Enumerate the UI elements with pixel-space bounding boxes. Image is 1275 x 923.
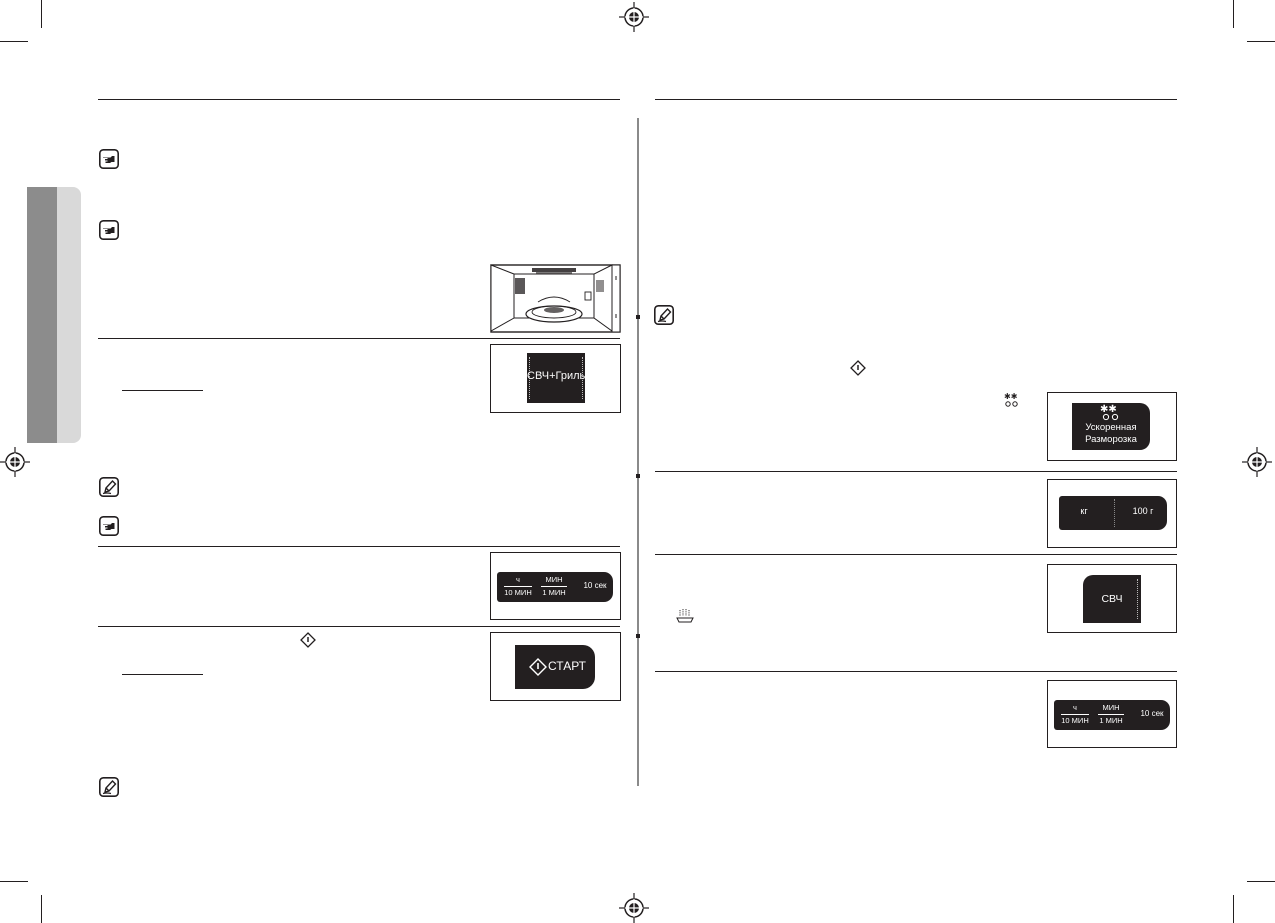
crop-mark: [1233, 0, 1234, 28]
pointing-hand-icon: [99, 149, 119, 169]
time-10sec-label: 10 сек: [1140, 709, 1164, 718]
start-diamond-icon: [300, 632, 316, 648]
defrost-line1-label: Ускоренная: [1085, 422, 1137, 433]
column-divider: [637, 118, 639, 786]
display-frame-time-left: ч 10 МИН МИН 1 МИН 10 сек: [490, 552, 621, 620]
oven-illustration-frame: [490, 264, 621, 333]
registration-mark-icon: [619, 893, 649, 923]
pencil-note-icon: [99, 477, 119, 497]
fraction-bar: [1061, 714, 1089, 715]
defrost-line2-label: Разморозка: [1085, 434, 1137, 445]
time-hour-label: ч: [1073, 703, 1077, 712]
display-dotted-edge: [1137, 579, 1138, 619]
top-rule-right: [655, 99, 1177, 100]
pencil-note-icon: [99, 777, 119, 797]
time-1min-label: 1 МИН: [542, 588, 566, 597]
display-frame-combo: СВЧ+Гриль: [490, 344, 621, 413]
defrost-snowflake-icon: ✱✱: [1004, 392, 1018, 407]
time-display-left: ч 10 МИН МИН 1 МИН 10 сек: [497, 572, 613, 602]
time-10sec-label: 10 сек: [583, 581, 607, 590]
crop-mark: [0, 881, 28, 882]
time-1min-label: 1 МИН: [1099, 716, 1123, 725]
section-rule: [655, 671, 1177, 672]
registration-mark-icon: [1242, 447, 1272, 477]
section-rule: [655, 471, 1177, 472]
combo-mode-display: СВЧ+Гриль: [527, 353, 585, 403]
time-10min-label: 10 МИН: [504, 588, 532, 597]
crop-mark: [1247, 881, 1275, 882]
divider-marker: [636, 315, 640, 319]
time-min-label: МИН: [545, 575, 563, 584]
svg-text:✱✱: ✱✱: [1004, 392, 1018, 401]
svg-text:✱✱: ✱✱: [1100, 404, 1117, 415]
display-frame-defrost: ✱✱ Ускоренная Разморозка: [1047, 392, 1177, 461]
divider-marker: [636, 634, 640, 638]
start-diamond-icon: [529, 658, 547, 676]
defrost-display: ✱✱ Ускоренная Разморозка: [1072, 403, 1150, 450]
start-diamond-icon: [850, 360, 866, 376]
time-10min-label: 10 МИН: [1061, 716, 1089, 725]
crop-mark: [41, 0, 42, 28]
display-dotted-edge: [529, 357, 530, 399]
display-dotted-edge: [582, 357, 583, 399]
text-underline: [122, 390, 203, 391]
section-rule: [655, 554, 1177, 555]
top-rule-left: [98, 99, 620, 100]
section-rule: [98, 338, 620, 339]
steam-plate-icon: [676, 609, 694, 623]
chapter-tab-light: [57, 187, 81, 443]
time-hour-label: ч: [516, 575, 520, 584]
fraction-bar: [541, 586, 567, 587]
display-frame-weight: кг 100 г: [1047, 479, 1177, 548]
weight-display: кг 100 г: [1059, 496, 1167, 530]
oven-interior-illustration: [490, 264, 621, 333]
display-dotted-divider: [1114, 499, 1115, 527]
fraction-bar: [504, 586, 532, 587]
crop-mark: [1247, 41, 1275, 42]
display-frame-microwave: СВЧ: [1047, 564, 1177, 633]
display-frame-time-right: ч 10 МИН МИН 1 МИН 10 сек: [1047, 680, 1177, 748]
section-rule: [98, 626, 620, 627]
start-display: СТАРТ: [515, 645, 595, 689]
pointing-hand-icon: [99, 220, 119, 240]
start-label: СТАРТ: [548, 659, 586, 673]
defrost-snowflake-icon: ✱✱: [1099, 404, 1123, 421]
pointing-hand-icon: [99, 516, 119, 536]
microwave-mode-label: СВЧ: [1101, 593, 1123, 605]
combo-mode-label: СВЧ+Гриль: [527, 370, 586, 382]
text-underline: [122, 674, 203, 675]
crop-mark: [41, 895, 42, 923]
divider-marker: [636, 474, 640, 478]
crop-mark: [0, 41, 28, 42]
chapter-tab-dark: [27, 187, 57, 443]
registration-mark-icon: [0, 447, 30, 477]
crop-mark: [1233, 895, 1234, 923]
fraction-bar: [1098, 714, 1124, 715]
weight-kg-label: кг: [1080, 506, 1088, 516]
time-display-right: ч 10 МИН МИН 1 МИН 10 сек: [1054, 700, 1170, 730]
section-rule: [98, 546, 620, 547]
time-min-label: МИН: [1102, 703, 1120, 712]
registration-mark-icon: [619, 2, 649, 32]
pencil-note-icon: [654, 305, 674, 325]
weight-100g-label: 100 г: [1132, 506, 1154, 516]
microwave-mode-display: СВЧ: [1083, 575, 1141, 623]
display-frame-start: СТАРТ: [490, 632, 621, 701]
